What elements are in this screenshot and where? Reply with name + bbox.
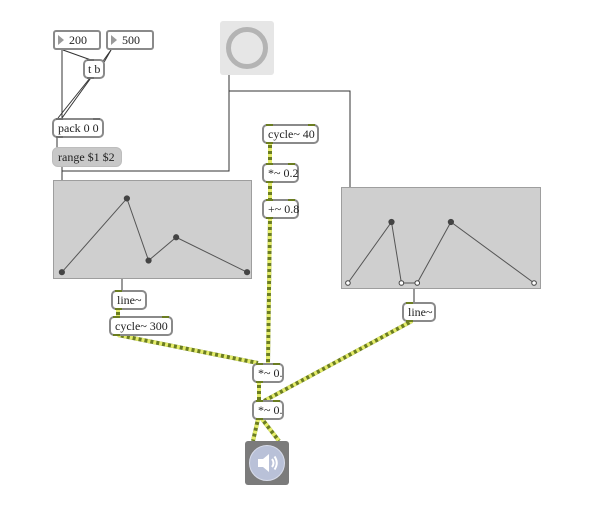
function-breakpoints[interactable] [54, 181, 251, 278]
number-box-value: 200 [69, 33, 87, 47]
cycle-40-object[interactable]: cycle~ 40 [262, 124, 319, 144]
pack-object[interactable]: pack 0 0 [52, 118, 104, 138]
number-box-triangle-icon [111, 35, 117, 45]
object-label: cycle~ 300 [115, 319, 168, 333]
multiply-0.2-object[interactable]: *~ 0.2 [262, 163, 299, 183]
object-label: t b [88, 62, 101, 76]
object-label: +~ 0.8 [268, 202, 300, 216]
object-label: line~ [117, 293, 142, 307]
breakpoint[interactable] [58, 269, 65, 276]
breakpoint[interactable] [388, 218, 395, 226]
number-box-200[interactable]: 200 [53, 30, 101, 50]
breakpoint[interactable] [531, 280, 537, 286]
function-line [347, 220, 535, 284]
number-box-value: 500 [122, 33, 140, 47]
object-label: line~ [408, 305, 433, 319]
object-label: cycle~ 40 [268, 127, 315, 141]
cord-tb-to-pack [57, 77, 91, 119]
cycle-300-object[interactable]: cycle~ 300 [109, 316, 173, 336]
breakpoint[interactable] [398, 280, 405, 286]
number-box-triangle-icon [58, 35, 64, 45]
audio-output-button[interactable] [245, 441, 289, 485]
speaker-icon [258, 454, 278, 472]
function-line [61, 197, 248, 273]
breakpoint[interactable] [123, 195, 130, 202]
number-box-500[interactable]: 500 [106, 30, 154, 50]
breakpoint[interactable] [447, 218, 455, 226]
object-label: *~ 0. [258, 403, 283, 417]
breakpoint[interactable] [145, 257, 152, 264]
message-label: range $1 $2 [58, 150, 115, 164]
object-label: pack 0 0 [58, 121, 99, 135]
function-editor-left[interactable] [53, 180, 252, 279]
function-breakpoints[interactable] [342, 188, 540, 288]
multiply-object-b[interactable]: *~ 0. [252, 400, 284, 420]
breakpoint[interactable] [173, 234, 180, 241]
breakpoint[interactable] [345, 280, 351, 286]
object-label: *~ 0. [258, 366, 283, 380]
bang-button[interactable] [220, 21, 274, 75]
function-editor-right[interactable] [341, 187, 541, 289]
breakpoint[interactable] [414, 280, 421, 286]
trigger-object[interactable]: t b [83, 59, 105, 79]
bang-button-icon [226, 27, 268, 69]
object-label: *~ 0.2 [268, 166, 299, 180]
line-signal-object-left[interactable]: line~ [111, 290, 147, 310]
breakpoint[interactable] [243, 269, 251, 276]
range-message-box[interactable]: range $1 $2 [52, 147, 122, 167]
line-signal-object-right[interactable]: line~ [402, 302, 436, 322]
multiply-object-a[interactable]: *~ 0. [252, 363, 284, 383]
add-0.8-object[interactable]: +~ 0.8 [262, 199, 299, 219]
speaker-disc [249, 445, 285, 481]
